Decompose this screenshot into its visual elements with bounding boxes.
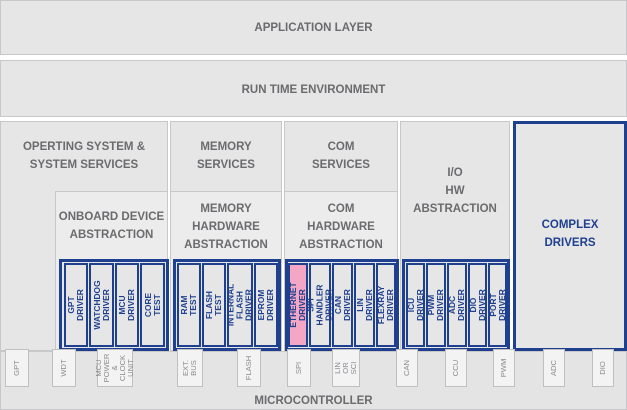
ethernet-driver: ETHERNET DRIVER (288, 263, 308, 347)
com-hw-abstraction-label: COM HARDWARE ABSTRACTION (299, 203, 383, 251)
dio-driver: DIO DRIVER (468, 263, 487, 347)
memory-hw-abstraction-label: MEMORY HARDWARE ABSTRACTION (184, 203, 268, 251)
rte-layer-label: RUN TIME ENVIRONMENT (241, 84, 386, 96)
hw-lin-or-sci: LIN OR SCI (332, 349, 360, 387)
hw-adc: ADC (543, 349, 565, 387)
hw-can: CAN (396, 349, 418, 387)
hw-pwm: PWM (493, 349, 515, 387)
os-services-label: OPERTING SYSTEM & SYSTEM SERVICES (22, 141, 146, 171)
spi-handler-driver: SPI HANDLER DRIVER (306, 263, 334, 347)
onboard-abstraction-label: ONBOARD DEVICE ABSTRACTION (58, 211, 165, 241)
mcu-driver: MCU DRIVER (115, 263, 139, 347)
hw-gpt: GPT (5, 349, 29, 387)
hw-spi: SPI (287, 349, 311, 387)
com-services-label: COM SERVICES (312, 141, 370, 171)
rte-layer: RUN TIME ENVIRONMENT (0, 60, 627, 117)
gpt-driver: GPT DRIVER (64, 263, 88, 347)
icu-driver: ICU DRIVER (406, 263, 425, 347)
port-driver: PORT DRIVER (488, 263, 507, 347)
application-layer-label: APPLICATION LAYER (254, 22, 373, 34)
hw-dio: DIO (592, 349, 614, 387)
can-driver: CAN DRIVER (332, 263, 353, 347)
memory-services-label: MEMORY SERVICES (197, 141, 255, 171)
application-layer: APPLICATION LAYER (0, 0, 627, 55)
pwm-driver: PWM DRIVER (426, 263, 446, 347)
flexray-driver: FLEXRAY DRIVER (376, 263, 396, 347)
hw-wdt: WDT (52, 349, 76, 387)
core-test: CORE TEST (140, 263, 165, 347)
lin-driver: LIN DRIVER (354, 263, 375, 347)
internal-flash-driver: INTERNAL FLASH DRIVER (226, 263, 254, 347)
complex-drivers-block: COMPLEX DRIVERS (513, 121, 627, 351)
io-hw-abstraction-label: I/O HW ABSTRACTION (413, 167, 497, 215)
flash-test: FLASH TEST (202, 263, 226, 347)
adc-driver: ADC DRIVER (447, 263, 467, 347)
complex-drivers-label: COMPLEX DRIVERS (541, 219, 599, 249)
hw-ccu: CCU (445, 349, 467, 387)
hw-mcu-power-clock: MCU POWER & CLOCK UNIT (94, 349, 135, 387)
microcontroller-label: MICROCONTROLLER (254, 395, 373, 407)
hw-flash: FLASH (237, 349, 261, 387)
hw-ext-bus: EXT. BUS (177, 349, 203, 387)
eprom-driver: EPROM DRIVER (254, 263, 278, 347)
ram-test: RAM TEST (177, 263, 201, 347)
watchdog-driver: WATCHDOG DRIVER (89, 263, 114, 347)
